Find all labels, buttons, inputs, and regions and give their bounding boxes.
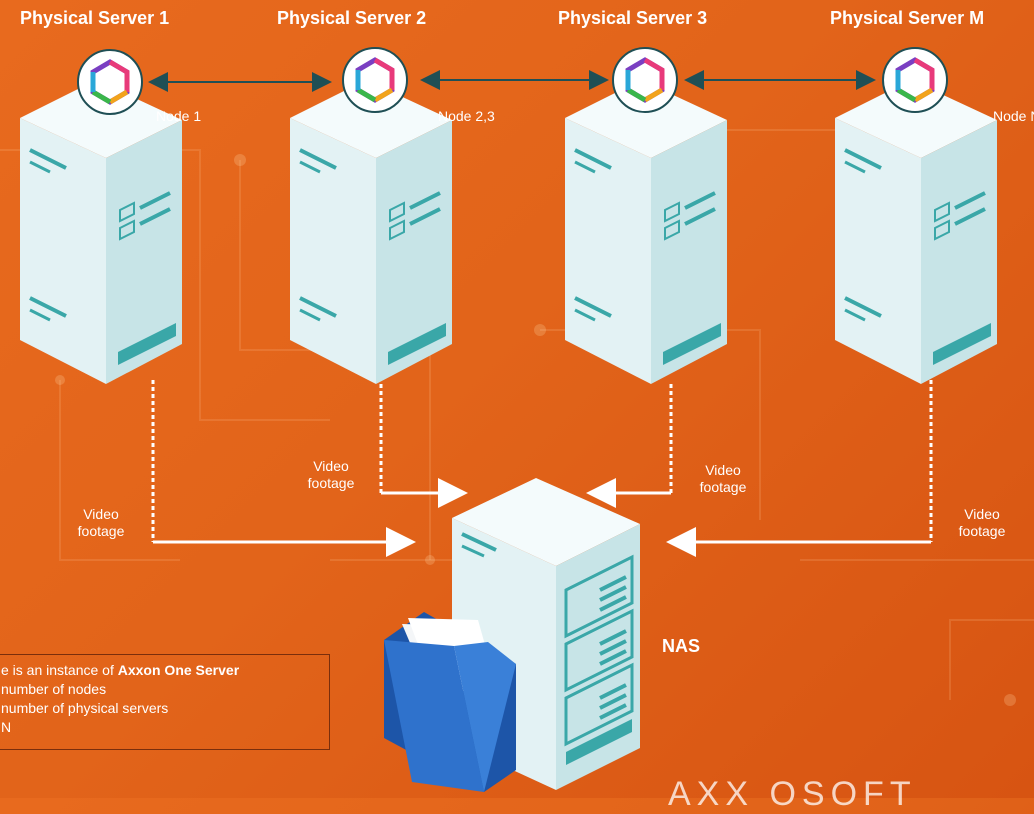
server-icon	[833, 78, 999, 386]
server-title: Physical Server M	[830, 8, 985, 28]
server-icon	[563, 78, 729, 386]
node-label: Node 2,3	[438, 108, 495, 124]
legend-line: e is an instance of Axxon One Server	[1, 662, 240, 678]
node-label: Node N	[993, 108, 1034, 124]
server-title: Physical Server 2	[277, 8, 427, 28]
server-icon	[18, 78, 184, 386]
legend-line: number of nodes	[1, 681, 107, 697]
node-hexagon-icon	[78, 50, 142, 114]
server-icon	[288, 78, 454, 386]
nas-label: NAS	[662, 636, 701, 656]
footage-flow-lines	[151, 380, 933, 557]
node-hexagon-icon	[343, 48, 407, 112]
node-label: Node 1	[156, 108, 202, 124]
legend-box: e is an instance of Axxon One Server num…	[0, 654, 330, 750]
server-title: Physical Server 3	[558, 8, 708, 28]
legend-line: N	[1, 719, 12, 735]
node-hexagon-icon	[883, 48, 947, 112]
brand-logo: AXX OSOFT	[668, 775, 917, 813]
server-title: Physical Server 1	[20, 8, 170, 28]
legend-line: number of physical servers	[1, 700, 169, 716]
node-hexagon-icon	[613, 48, 677, 112]
folder-icon	[384, 612, 516, 792]
